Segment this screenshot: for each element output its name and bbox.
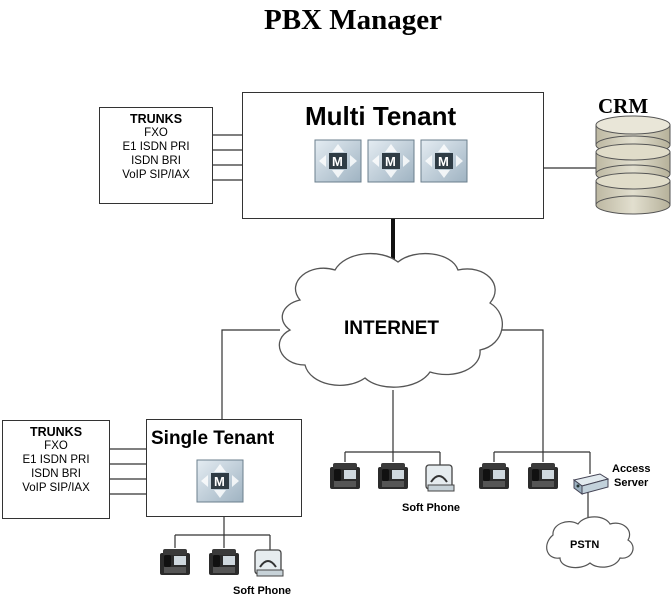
single-tenant-label: Single Tenant [151, 428, 275, 449]
pstn-cloud [546, 516, 634, 569]
internet-label: INTERNET [344, 318, 439, 339]
middle-soft-phone-label: Soft Phone [402, 502, 461, 514]
server-letter: M [385, 154, 396, 169]
internet-cloud [278, 252, 503, 388]
pbx-server-icon: M [420, 139, 468, 183]
ip-phone-icon [160, 549, 190, 575]
st-trunk-lines [110, 448, 146, 495]
st-trunks-header: TRUNKS [29, 425, 83, 439]
crm-label: CRM [598, 94, 649, 118]
st-trunk-item: FXO [44, 440, 68, 452]
server-letter: M [214, 474, 225, 489]
mt-server-group: M M M [314, 139, 474, 183]
multi-tenant-label: Multi Tenant [305, 101, 457, 131]
access-server-label-2: Server [614, 477, 649, 489]
mt-trunk-item: E1 ISDN PRI [122, 141, 190, 153]
ip-phone-icon [330, 463, 360, 489]
pstn-label: PSTN [570, 539, 600, 551]
single-tenant-box: Single Tenant M [146, 419, 302, 517]
server-letter: M [332, 154, 343, 169]
st-trunks-box: TRUNKS FXO E1 ISDN PRI ISDN BRI VoIP SIP… [2, 420, 110, 519]
single-soft-phone-label: Soft Phone [233, 585, 292, 597]
ip-phone-icon [209, 549, 239, 575]
access-server-icon [572, 473, 610, 495]
mt-trunk-item: VoIP SIP/IAX [122, 169, 190, 181]
mt-trunk-item: FXO [144, 127, 168, 139]
pbx-server-icon: M [314, 139, 362, 183]
mt-trunks-header: TRUNKS [129, 112, 183, 126]
page-title: PBX Manager [264, 4, 442, 36]
ip-phone-icon [528, 463, 558, 489]
soft-phone-icon [425, 464, 455, 492]
soft-phone-icon [254, 549, 284, 577]
access-server-label-1: Access [612, 463, 651, 475]
server-letter: M [438, 154, 449, 169]
crm-database-icon [595, 115, 671, 215]
ip-phone-icon [378, 463, 408, 489]
ip-phone-icon [479, 463, 509, 489]
mt-trunk-item: ISDN BRI [131, 155, 181, 167]
mt-trunk-lines [213, 134, 242, 181]
st-trunk-item: E1 ISDN PRI [22, 454, 90, 466]
pbx-server-icon: M [196, 459, 244, 503]
st-trunk-item: ISDN BRI [31, 468, 81, 480]
mt-trunks-box: TRUNKS FXO E1 ISDN PRI ISDN BRI VoIP SIP… [99, 107, 213, 204]
st-trunk-item: VoIP SIP/IAX [22, 482, 90, 494]
internet-right-link [497, 329, 544, 452]
multi-tenant-box: Multi Tenant M M M [242, 92, 544, 219]
internet-single-link [221, 329, 280, 419]
pbx-server-icon: M [367, 139, 415, 183]
